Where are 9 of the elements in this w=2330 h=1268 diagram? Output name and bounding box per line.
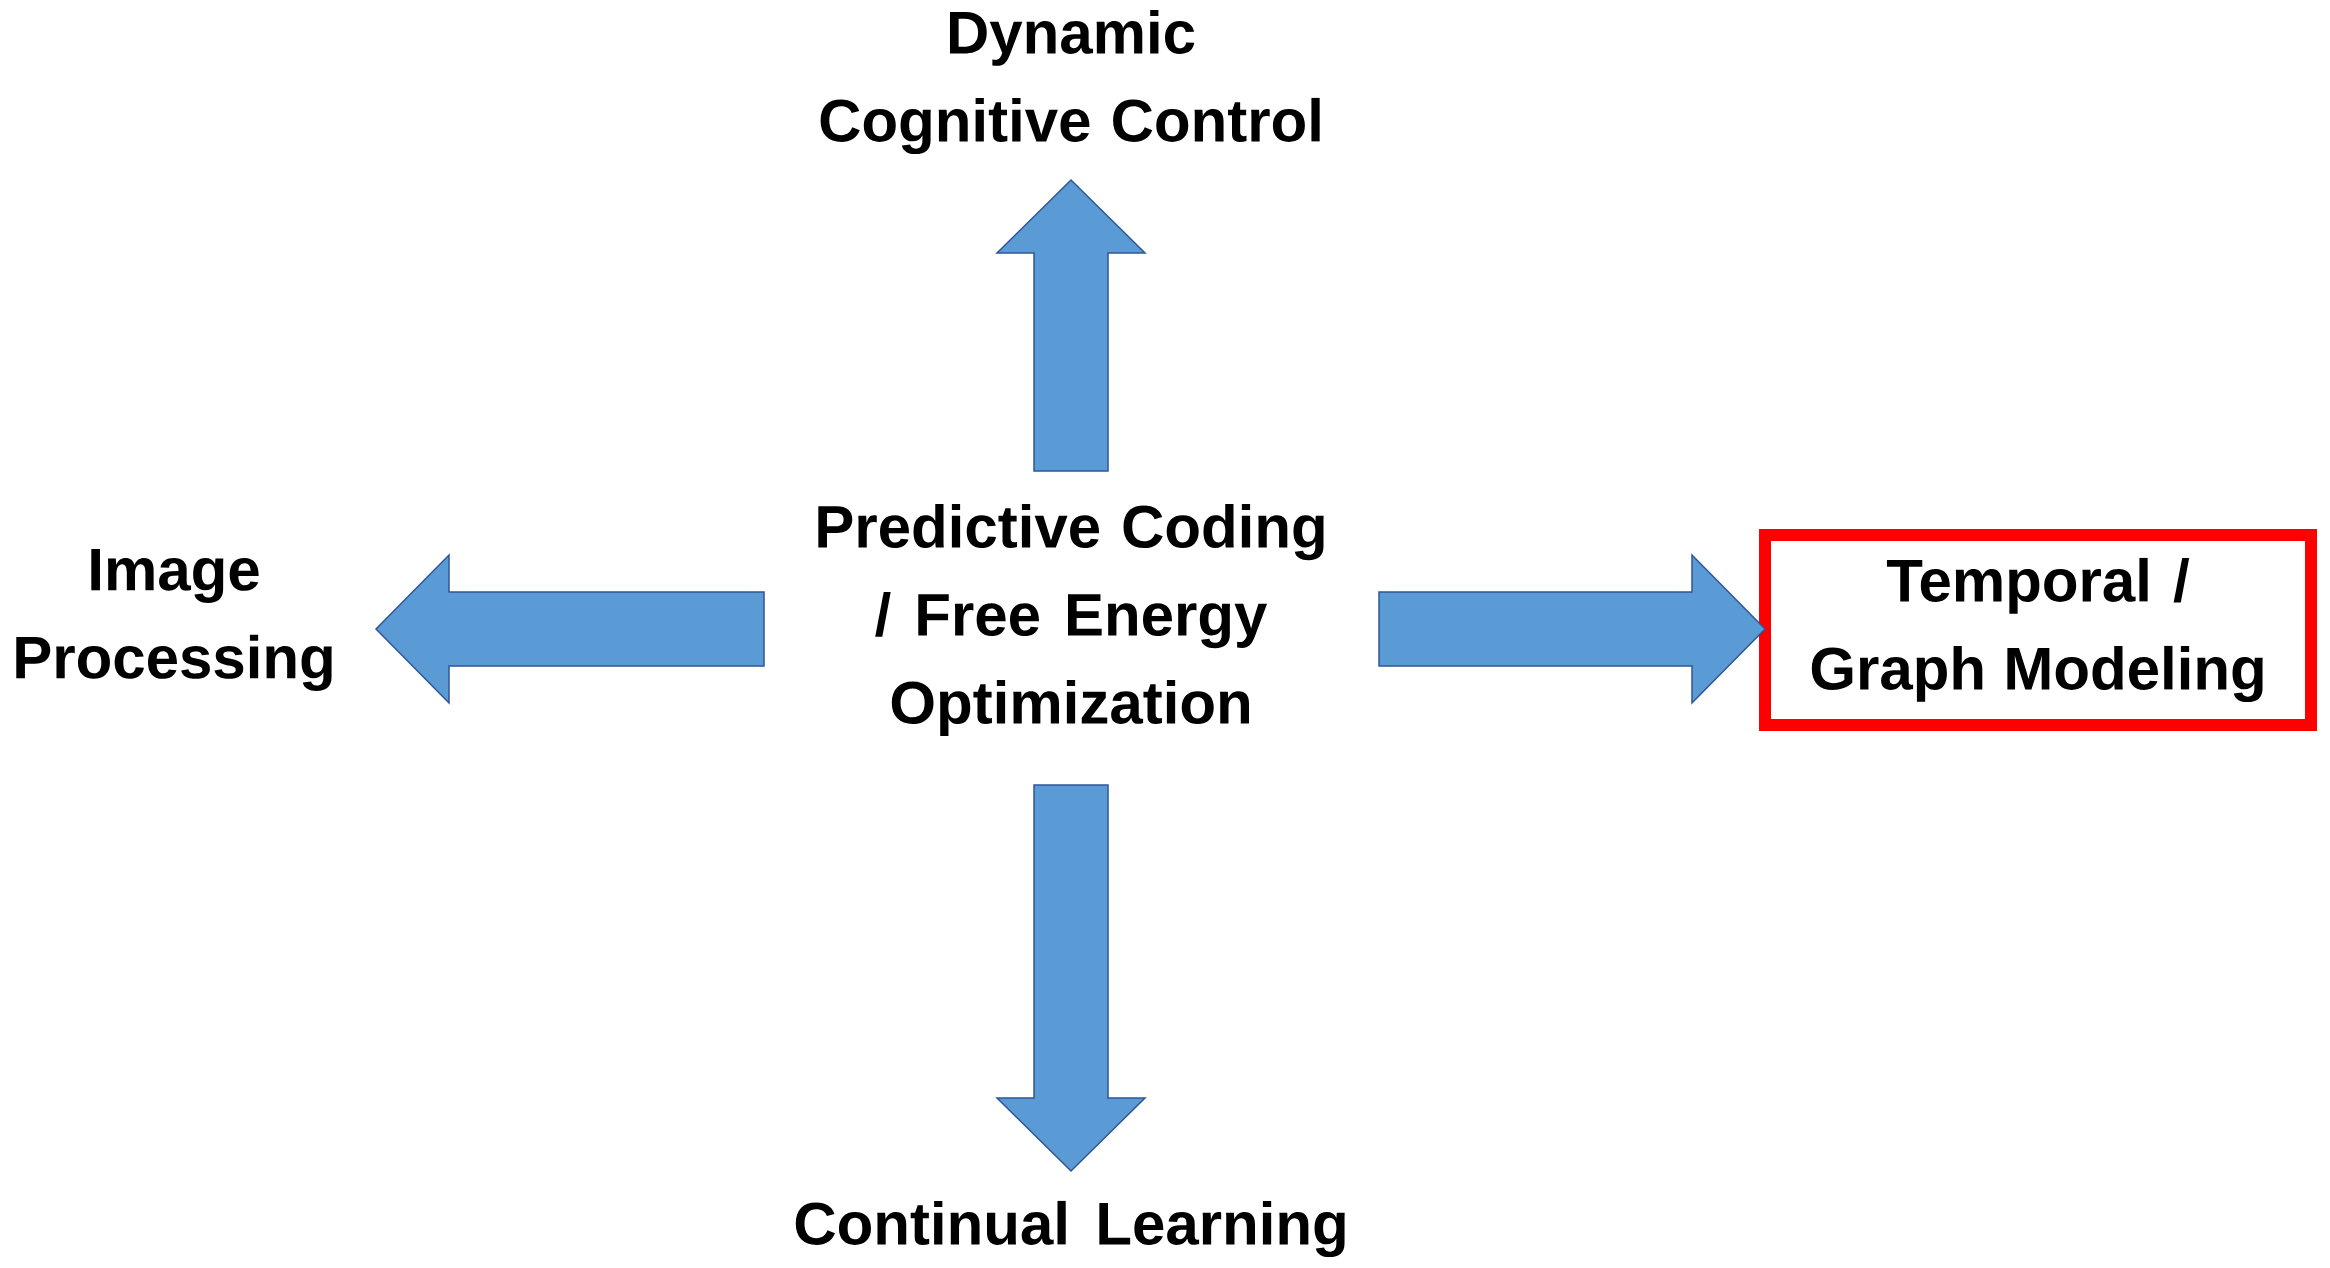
node-label: Continual Learning xyxy=(795,1200,1345,1258)
block-arrow xyxy=(1378,553,1767,705)
block-arrow xyxy=(995,178,1147,472)
node-label: Image Processing xyxy=(16,549,332,691)
node-label: Dynamic Cognitive Control xyxy=(820,9,1320,155)
block-arrow xyxy=(995,784,1147,1173)
block-arrow xyxy=(374,553,765,705)
node-label: Predictive Coding / Free Energy Optimization xyxy=(818,504,1324,736)
highlight-box: Temporal / Graph Modeling xyxy=(1759,529,2317,731)
